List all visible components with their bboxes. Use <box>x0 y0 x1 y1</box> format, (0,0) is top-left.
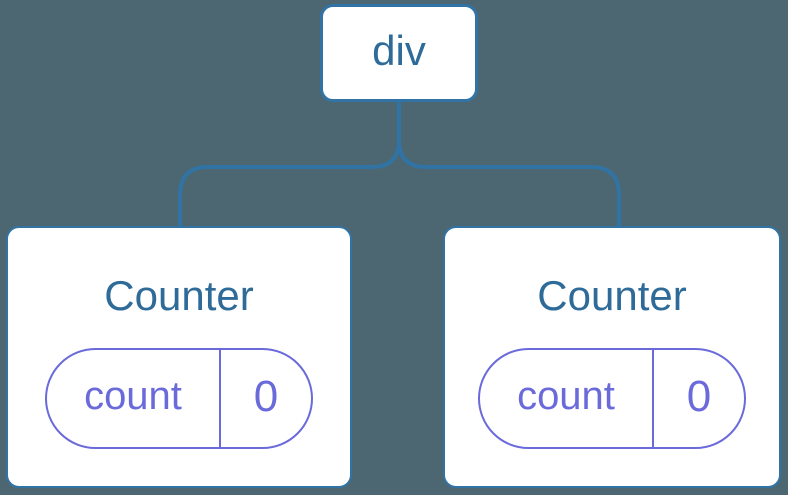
root-node-div: div <box>320 4 478 102</box>
root-node-label: div <box>372 27 426 74</box>
state-pill: count 0 <box>478 348 746 450</box>
component-title: Counter <box>537 272 687 319</box>
state-value-label: 0 <box>253 371 279 421</box>
counter-node-right: Counter count 0 <box>443 226 781 488</box>
state-value-cell: 0 <box>221 350 311 447</box>
connector-right-branch <box>397 100 621 228</box>
state-value-label: 0 <box>686 371 712 421</box>
state-key-cell: count <box>47 350 221 448</box>
connector-left-branch <box>178 100 401 228</box>
state-key-label: count <box>517 373 615 418</box>
state-key-cell: count <box>480 350 654 448</box>
component-title: Counter <box>104 272 254 319</box>
state-pill: count 0 <box>45 348 313 450</box>
counter-node-left: Counter count 0 <box>6 226 352 488</box>
state-key-label: count <box>84 373 182 418</box>
state-value-cell: 0 <box>654 350 744 447</box>
